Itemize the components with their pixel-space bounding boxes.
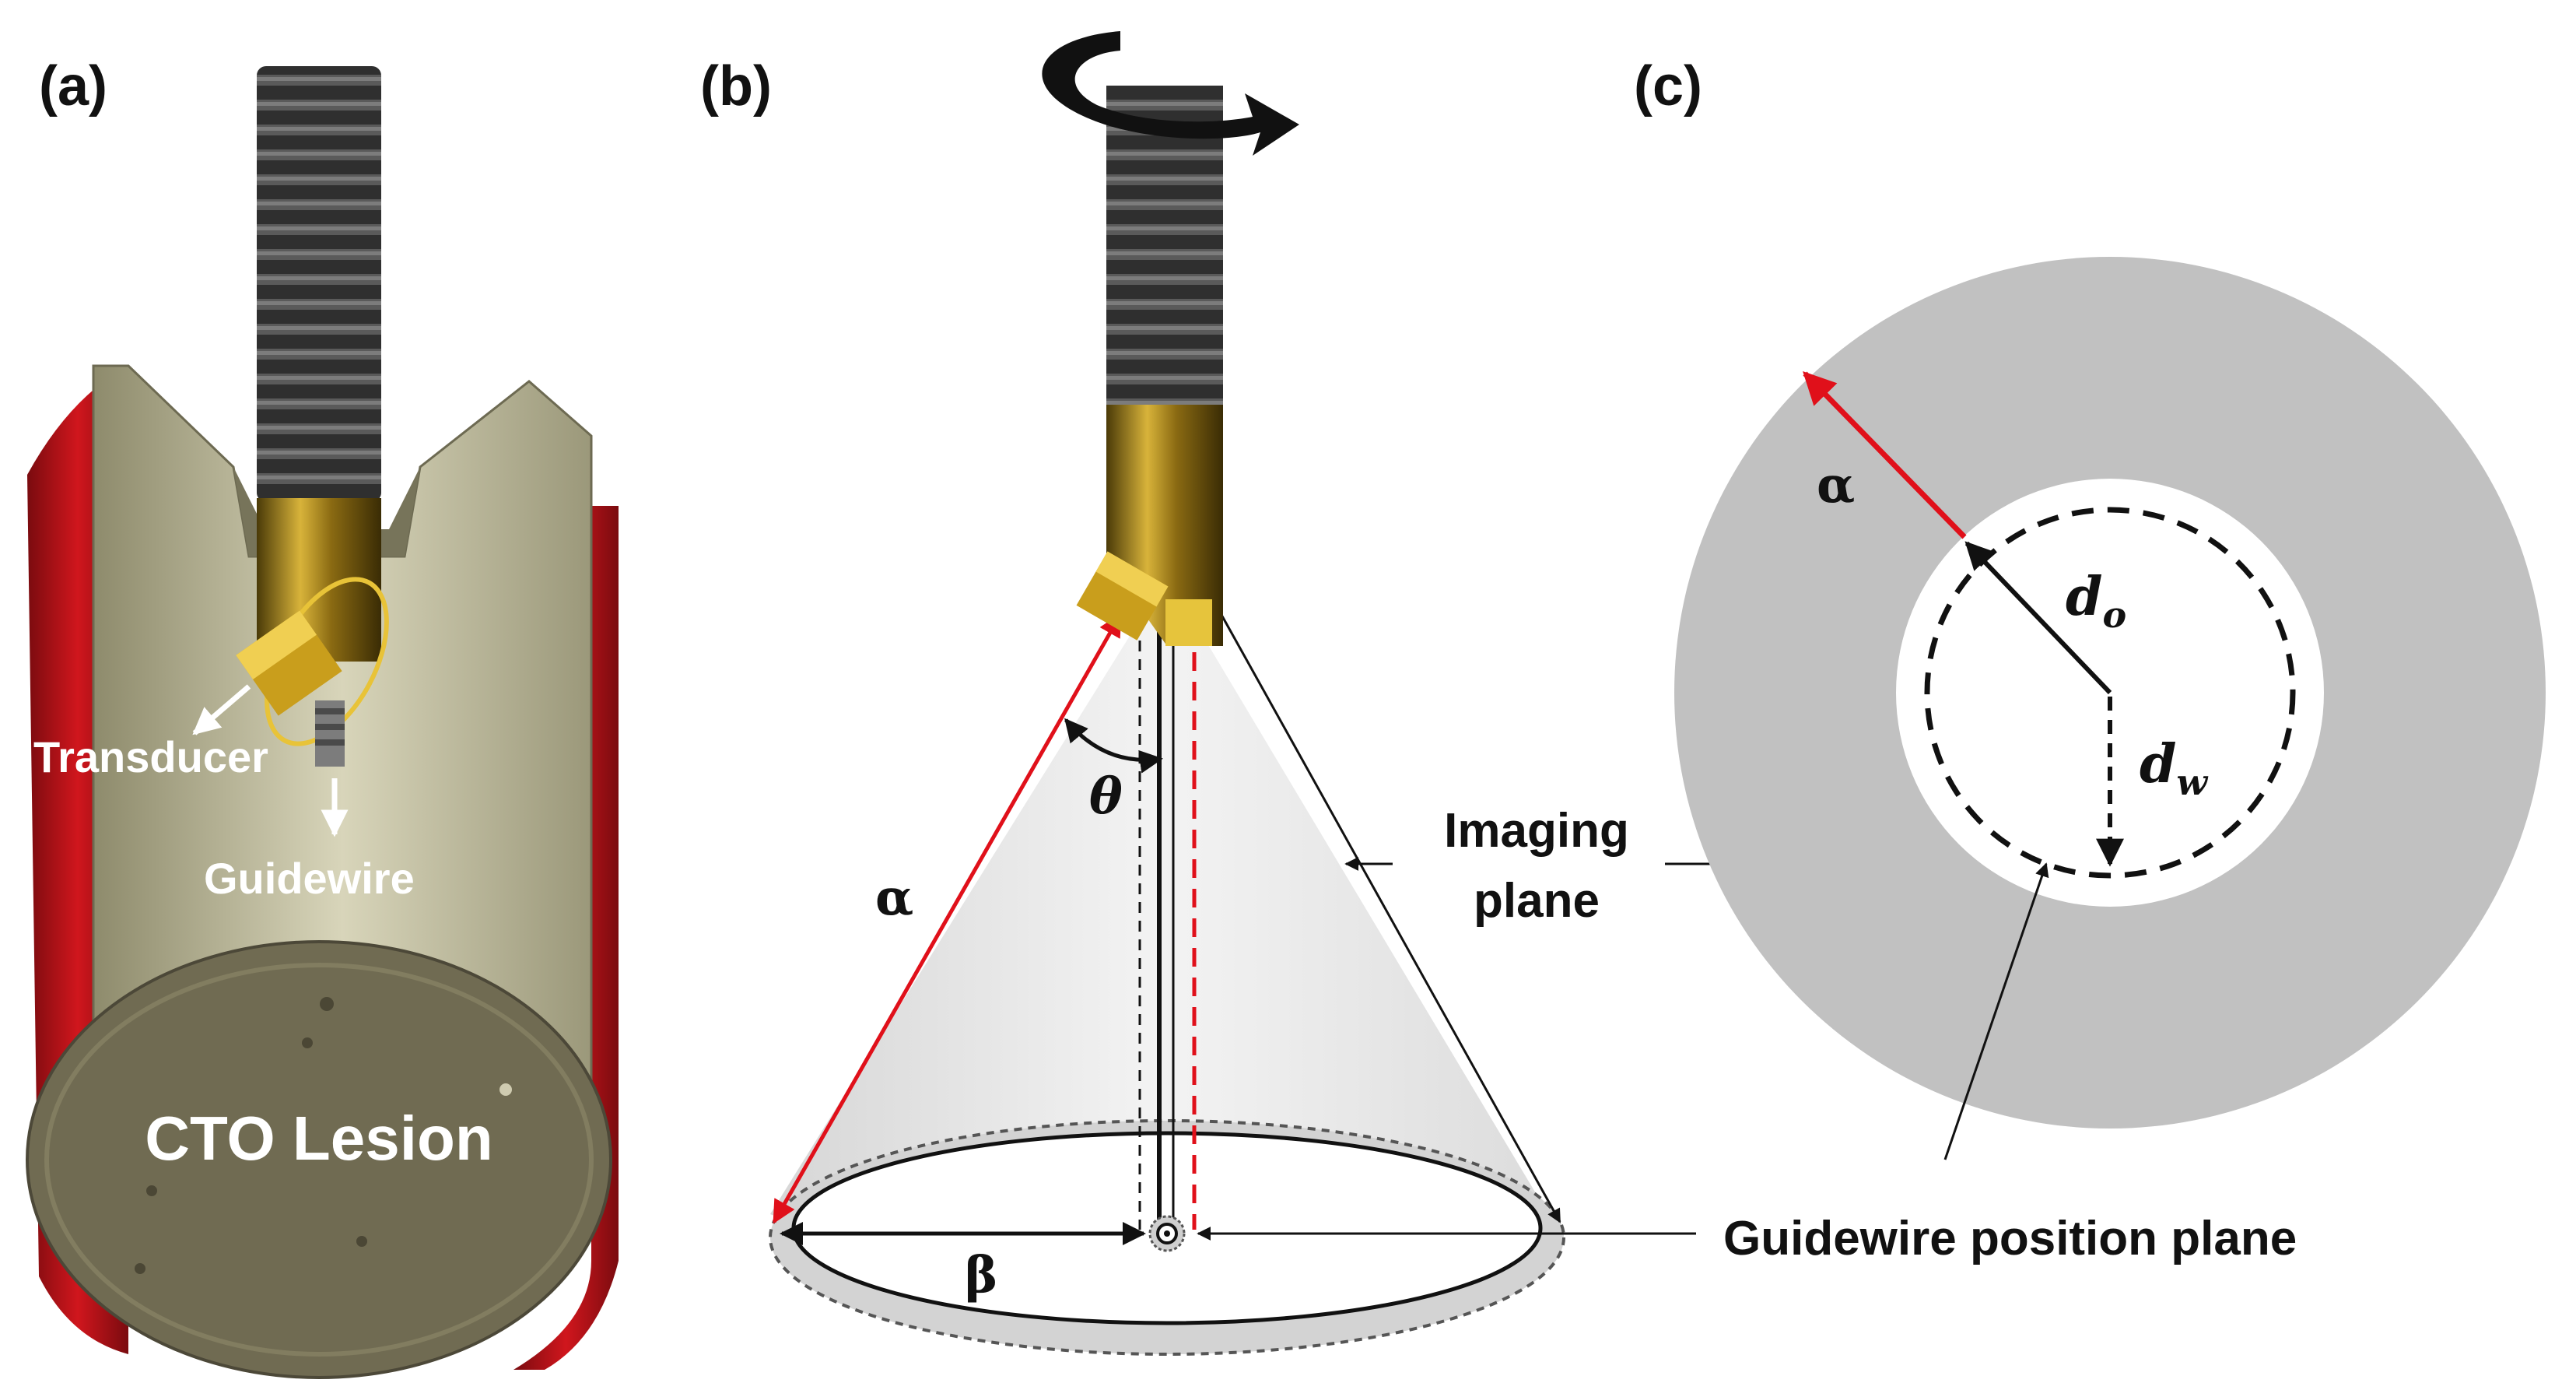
lesion-pore	[302, 1037, 313, 1048]
transducer-b	[1076, 551, 1169, 641]
transducer-b-inner	[1165, 599, 1212, 646]
lesion-rim	[44, 963, 594, 1357]
lesion-pore	[146, 1185, 157, 1196]
alpha-line	[772, 613, 1123, 1224]
theta-symbol: θ	[1089, 767, 1123, 826]
transducer-arrow	[192, 684, 251, 735]
guidewire-plane-arrow-c	[1943, 862, 2049, 1160]
lesion-pore	[499, 1083, 512, 1096]
rotation-arrow	[1042, 31, 1299, 156]
dw-symbol: dw	[2140, 733, 2209, 803]
beta-symbol: β	[965, 1246, 998, 1304]
do-symbol: do	[2066, 566, 2126, 636]
theta-arc	[1064, 718, 1163, 774]
lesion-pore	[320, 997, 334, 1011]
guidewire-plane-label: Guidewire position plane	[1723, 1212, 2297, 1265]
panel-a-label: (a)	[39, 55, 107, 118]
catheter-coil-b	[1106, 86, 1223, 405]
do-arrow	[1964, 541, 2112, 695]
imaging-plane-label-line1: Imaging	[1444, 804, 1629, 858]
alpha-symbol-b: α	[875, 869, 913, 927]
transducer	[236, 610, 342, 716]
alpha-symbol-c: α	[1817, 456, 1855, 514]
lesion-label: CTO Lesion	[145, 1104, 492, 1173]
lesion-pore	[356, 1236, 367, 1247]
alpha-arrow-c	[1803, 370, 1967, 539]
panel-a: (a) Transdu	[26, 55, 619, 1379]
guidewire-label: Guidewire	[204, 854, 415, 903]
catheter-coil	[257, 66, 381, 502]
panel-b: (b) θ α β	[700, 31, 1740, 1356]
lesion-pore	[135, 1263, 145, 1274]
cto-lesion	[26, 940, 612, 1379]
panel-b-label: (b)	[700, 55, 772, 118]
guidewire-circle	[1924, 507, 2296, 879]
panel-c: (c) α do dw Guidewire position plane	[1634, 55, 2546, 1265]
transducer-label: Transducer	[33, 732, 268, 781]
panel-c-label: (c)	[1634, 55, 1702, 118]
imaging-plane-label-line2: plane	[1474, 874, 1600, 928]
cone-edge-right	[1220, 614, 1561, 1223]
guidewire-center-dot	[1164, 1230, 1170, 1237]
